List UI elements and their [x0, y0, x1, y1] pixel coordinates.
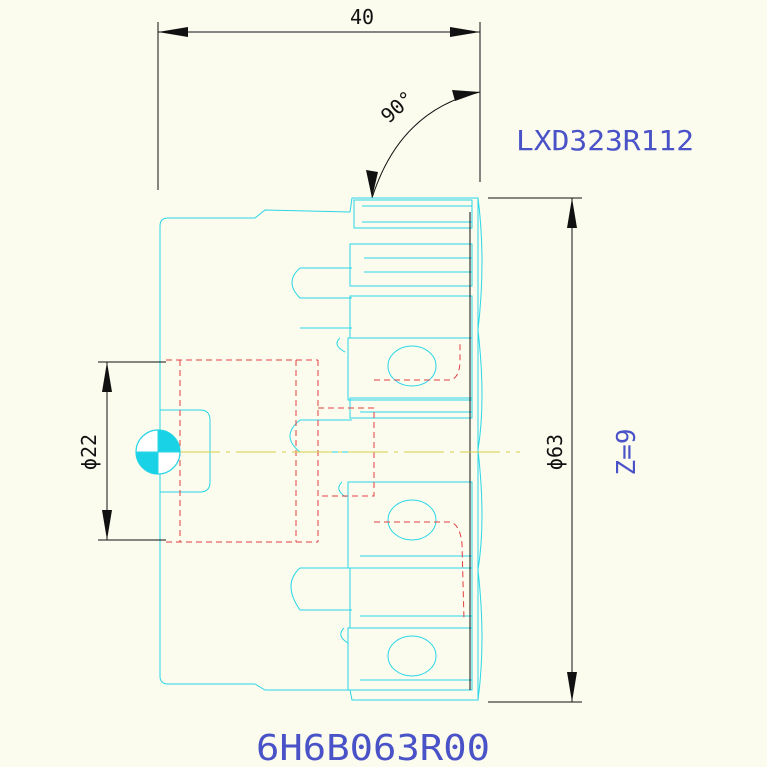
bore-dimension: ϕ22 — [77, 361, 166, 541]
insert-code: LXD323R112 — [516, 124, 694, 157]
angle-dimension: 90° — [366, 86, 481, 199]
cutter-code: 6H6B063R00 — [256, 728, 490, 767]
teeth-count: Z=9 — [612, 429, 642, 476]
hidden-lines — [166, 340, 465, 621]
width-dimension: 40 — [157, 5, 481, 190]
center-mark-icon — [135, 429, 181, 475]
diameter-dimension: ϕ63 — [488, 197, 582, 703]
width-label: 40 — [350, 5, 374, 29]
diameter-label: ϕ63 — [543, 434, 567, 470]
bore-label: ϕ22 — [77, 434, 101, 470]
cutter-body — [159, 197, 483, 701]
angle-label: 90° — [376, 86, 419, 128]
